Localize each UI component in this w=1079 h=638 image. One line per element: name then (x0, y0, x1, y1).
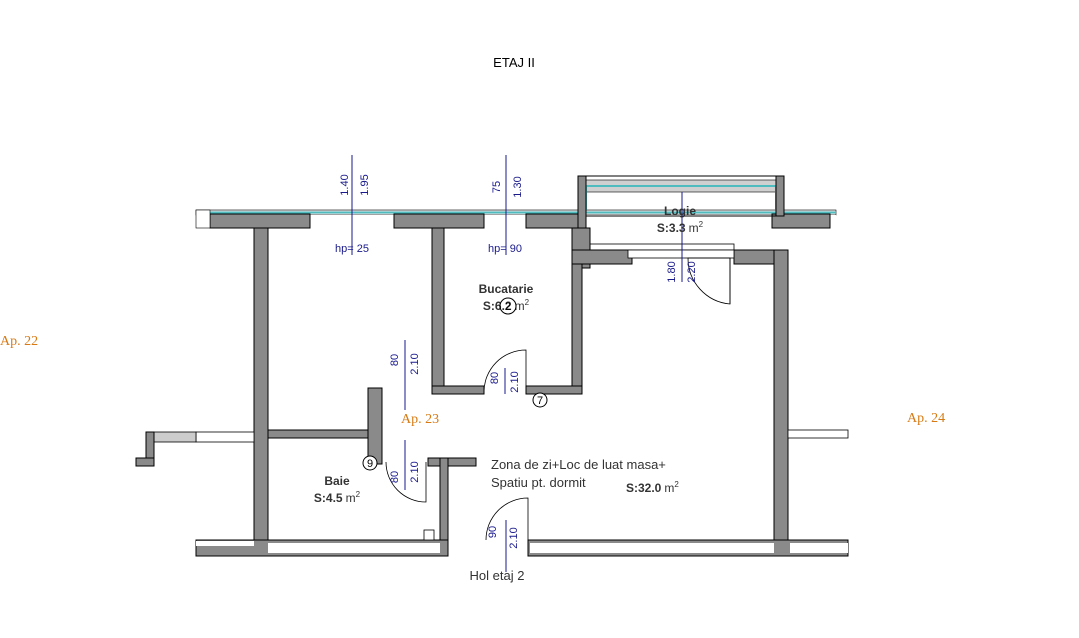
interior-walls (135, 227, 849, 557)
bucatarie-name: Bucatarie (479, 282, 534, 296)
room-zona-de-zi: Zona de zi+Loc de luat masa+ Spatiu pt. … (491, 457, 679, 495)
loggia-door-width-label: 1.80 (666, 261, 678, 282)
hol-label: Hol etaj 2 (470, 568, 525, 583)
window1-width-label: 1.40 (339, 174, 351, 195)
loggia-door-height-label: 2.20 (686, 261, 698, 282)
dimension-lines (351, 155, 683, 572)
corner-marker-7: 7 (532, 392, 548, 408)
zona-name-line2: Spatiu pt. dormit (491, 475, 586, 490)
baie-name: Baie (324, 474, 350, 488)
bath-door-height-label: 2.10 (409, 461, 421, 482)
room-door-height-label: 2.10 (409, 353, 421, 374)
bath-door-width-label: 80 (389, 471, 401, 483)
logie-name: Logie (664, 204, 696, 218)
bath-marker-label: 9 (367, 458, 373, 470)
kitchen-door-height-label: 2.10 (509, 371, 521, 392)
entry-door-height-label: 2.10 (508, 527, 520, 548)
kitchen-marker: 2 (505, 301, 511, 313)
apartment-right-label: Ap. 24 (907, 411, 945, 426)
doors (385, 257, 731, 541)
apartment-left-label: Ap. 22 (0, 334, 38, 349)
window2-sill-label: hp= 90 (488, 243, 522, 255)
corner-marker-label: 7 (537, 395, 543, 407)
entry-door-width-label: 90 (487, 526, 499, 538)
window1-height-label: 1.95 (359, 174, 371, 195)
top-facade (195, 209, 837, 228)
window2-height-label: 1.30 (512, 176, 524, 197)
bath-marker-9: 9 (362, 455, 378, 471)
plan-title: ETAJ II (493, 55, 535, 70)
window1-sill-label: hp= 25 (335, 243, 369, 255)
kitchen-door-width-label: 80 (489, 372, 501, 384)
apartment-center-label: Ap. 23 (401, 412, 439, 427)
zona-name-line1: Zona de zi+Loc de luat masa+ (491, 457, 666, 472)
room-door-width-label: 80 (389, 354, 401, 366)
loggia-structure (571, 175, 789, 269)
window2-width-label: 75 (491, 181, 503, 193)
